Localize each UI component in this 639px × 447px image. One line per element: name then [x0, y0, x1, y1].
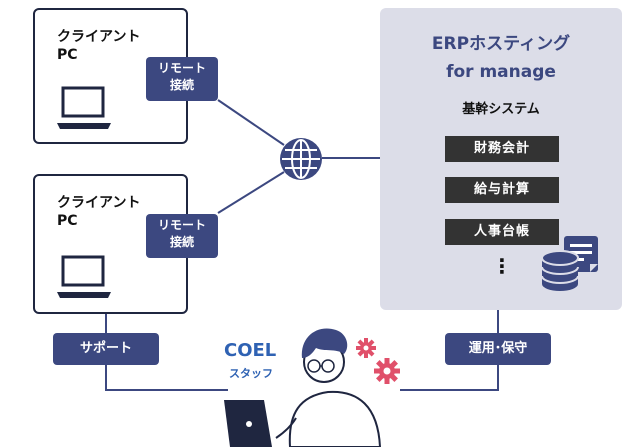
coel-staff-role: スタッフ	[229, 367, 273, 380]
gear-icon	[356, 338, 376, 358]
gear-icon	[374, 358, 400, 384]
globe-icon	[280, 138, 322, 180]
operation-maintenance-label: 運用･保守	[445, 333, 551, 365]
database-document-icon	[541, 236, 598, 291]
staff-person-illustration	[224, 328, 382, 447]
system-item-payroll: 給与計算	[445, 177, 559, 203]
erp-title-line2: for manage	[446, 62, 556, 82]
line-client2-globe	[217, 171, 285, 214]
system-item-hr-register: 人事台帳	[445, 219, 559, 245]
core-system-label: 基幹システム	[462, 102, 540, 117]
laptop-icon	[57, 86, 111, 129]
client-pc-box-1: クライアント PC	[33, 8, 188, 144]
system-item-accounting: 財務会計	[445, 136, 559, 162]
remote-connection-badge-1: リモート 接続	[146, 57, 218, 101]
remote-connection-badge-2: リモート 接続	[146, 214, 218, 258]
more-items-ellipsis: ⋮	[492, 254, 512, 278]
line-client1-globe	[217, 99, 285, 146]
laptop-icon	[57, 255, 111, 298]
coel-name: COEL	[224, 340, 277, 361]
client-pc-title-2: クライアント PC	[57, 195, 141, 229]
client-pc-title-1: クライアント PC	[57, 29, 141, 63]
erp-title-line1: ERPホスティング	[431, 34, 571, 54]
support-label: サポート	[53, 333, 159, 365]
